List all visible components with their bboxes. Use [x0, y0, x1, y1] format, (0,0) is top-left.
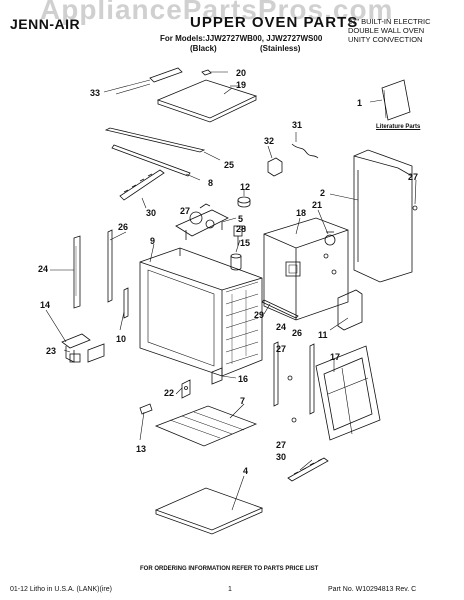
part-18-back-panel — [263, 217, 349, 321]
model-variant-black: (Black) — [190, 44, 217, 53]
part-13-clip — [139, 403, 153, 415]
part-28-sensor — [233, 225, 243, 246]
part-1-literature — [381, 79, 411, 121]
callout-30-top: 30 — [146, 208, 156, 218]
callout-10: 10 — [116, 334, 126, 344]
literature-parts-label: Literature Parts — [376, 124, 421, 130]
callout-25: 25 — [224, 160, 234, 170]
callout-27-top: 27 — [180, 206, 190, 216]
callout-2: 2 — [320, 188, 325, 198]
footer-litho: 01-12 Litho in U.S.A. (LANK)(ire) — [10, 586, 112, 593]
callout-33: 33 — [90, 88, 100, 98]
callout-12: 12 — [240, 182, 250, 192]
callout-30-bottom: 30 — [276, 452, 286, 462]
callout-32: 32 — [264, 136, 274, 146]
part-25-rail — [104, 127, 221, 161]
callout-8: 8 — [208, 178, 213, 188]
part-11-bracket — [337, 289, 363, 331]
part-12-knob — [237, 196, 251, 208]
callout-31: 31 — [292, 120, 302, 130]
callout-7: 7 — [240, 396, 245, 406]
page-number: 1 — [228, 586, 232, 593]
callout-18: 18 — [296, 208, 306, 218]
models-line: For Models:JJW2727WB00, JJW2727WS00 — [160, 34, 323, 43]
callout-21: 21 — [312, 200, 322, 210]
callout-27-right: 27 — [408, 172, 418, 182]
part-24-right-strip — [273, 341, 279, 407]
part-15-element — [230, 253, 242, 271]
part-32-switch — [267, 157, 283, 177]
callout-27-mid: 27 — [276, 344, 286, 354]
model-variant-stainless: (Stainless) — [260, 44, 301, 53]
callout-4: 4 — [243, 466, 248, 476]
brand-logo: JENN-AIR — [10, 16, 81, 32]
callout-5: 5 — [238, 214, 243, 224]
callout-11: 11 — [318, 330, 328, 340]
part-30-upper-rail — [119, 169, 165, 209]
part-14-light-assembly — [61, 333, 105, 363]
callout-19: 19 — [236, 80, 246, 90]
part-26-side-strip — [107, 229, 113, 303]
callout-1: 1 — [357, 98, 362, 108]
callout-9: 9 — [150, 236, 155, 246]
footer-part-number: Part No. W10294813 Rev. C — [328, 586, 417, 593]
part-31-wire-harness — [291, 143, 319, 159]
callout-16: 16 — [238, 374, 248, 384]
description-line: 27" BUILT-IN ELECTRIC — [348, 17, 431, 26]
description-line: DOUBLE WALL OVEN — [348, 26, 425, 35]
part-29-strip — [261, 299, 299, 319]
part-33-trim — [103, 67, 183, 93]
callout-28: 28 — [236, 224, 246, 234]
callout-24-left: 24 — [38, 264, 48, 274]
part-30-lower-rail — [287, 457, 329, 482]
part-27-screw — [291, 417, 297, 423]
callout-29: 29 — [254, 310, 264, 320]
part-2-rear-cover — [353, 149, 413, 283]
part-16-bracket — [211, 367, 223, 385]
part-24-side-strip — [73, 235, 81, 309]
part-5-fan-motor-assembly — [175, 203, 229, 240]
ordering-note: FOR ORDERING INFORMATION REFER TO PARTS … — [140, 566, 319, 572]
leader-lines — [45, 83, 417, 511]
description-line: UNITY CONVECTION — [348, 35, 423, 44]
watermark: AppliancePartsPros.com — [40, 0, 394, 25]
part-22-hinge — [181, 379, 191, 399]
callout-26-right: 26 — [292, 328, 302, 338]
callout-20: 20 — [236, 68, 246, 78]
part-19-top-panel — [156, 79, 258, 123]
part-27-screw — [412, 205, 418, 211]
part-7-oven-rack — [154, 405, 258, 447]
part-8-rail — [111, 144, 191, 177]
part-26-right-strip — [309, 343, 315, 415]
callout-17: 17 — [330, 352, 340, 362]
part-17-door-frame — [315, 345, 381, 441]
callout-27-low: 27 — [276, 440, 286, 450]
part-4-oven-rack — [154, 487, 264, 535]
callout-numbers: 1 2 4 5 7 8 9 10 11 12 13 14 15 16 17 18… — [38, 68, 418, 476]
callout-26-left: 26 — [118, 222, 128, 232]
product-description: 27" BUILT-IN ELECTRIC DOUBLE WALL OVEN U… — [348, 17, 463, 44]
callout-15: 15 — [240, 238, 250, 248]
callout-22: 22 — [164, 388, 174, 398]
callout-24-right: 24 — [276, 322, 286, 332]
part-27-screw — [287, 375, 293, 381]
part-21-fan — [324, 231, 336, 246]
part-10-strip — [123, 287, 129, 319]
callout-13: 13 — [136, 444, 146, 454]
oven-cavity — [139, 247, 263, 377]
page-title: UPPER OVEN PARTS — [190, 14, 359, 31]
callout-23: 23 — [46, 346, 56, 356]
part-20-clip — [201, 69, 212, 76]
callout-14: 14 — [40, 300, 50, 310]
